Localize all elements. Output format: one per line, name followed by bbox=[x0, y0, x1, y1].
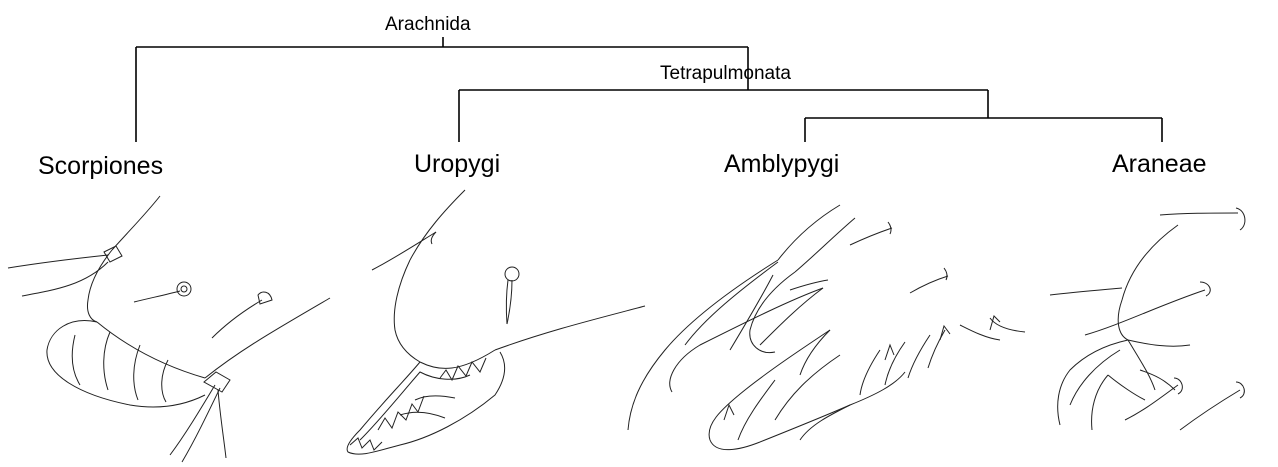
amblypygi-drawing bbox=[628, 205, 1025, 450]
cladogram bbox=[136, 37, 1162, 142]
taxon-label-uropygi: Uropygi bbox=[414, 150, 500, 179]
scorpiones-drawing bbox=[8, 196, 330, 462]
taxon-label-araneae: Araneae bbox=[1112, 150, 1207, 179]
araneae-drawing bbox=[1050, 208, 1245, 430]
clade-label-tetrapulmonata: Tetrapulmonata bbox=[660, 63, 791, 85]
taxon-label-amblypygi: Amblypygi bbox=[724, 150, 839, 179]
taxon-label-scorpiones: Scorpiones bbox=[38, 152, 163, 181]
uropygi-drawing bbox=[347, 190, 645, 454]
clade-label-arachnida: Arachnida bbox=[385, 14, 471, 36]
